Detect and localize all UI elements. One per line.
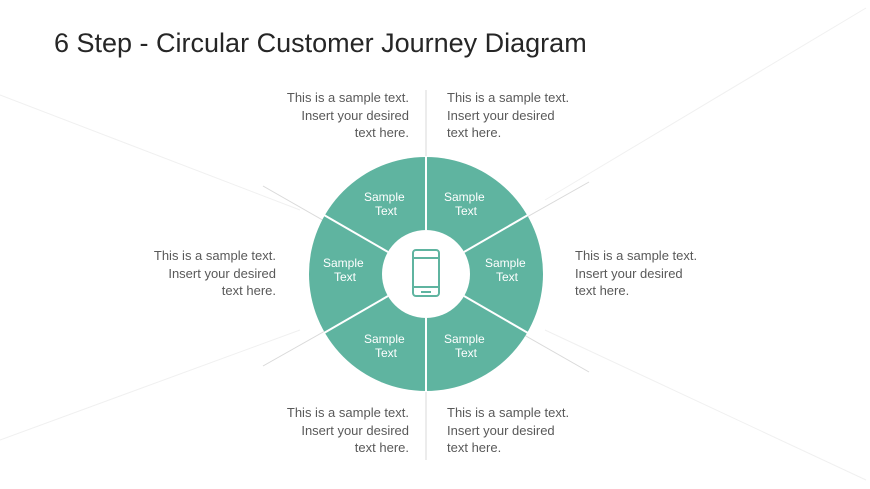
segment-label-top-left: Sample Text xyxy=(364,190,408,218)
wheel-dividers xyxy=(323,156,529,392)
page-title: 6 Step - Circular Customer Journey Diagr… xyxy=(54,28,587,58)
description-mid-left: This is a sample text. Insert your desir… xyxy=(153,248,276,298)
background-ray xyxy=(544,329,867,481)
divider xyxy=(463,214,529,253)
background-ray xyxy=(544,7,867,201)
divider xyxy=(323,295,389,334)
description-top-right: This is a sample text. Insert your desir… xyxy=(447,90,570,140)
wheel-hub xyxy=(382,230,470,318)
description-mid-right: This is a sample text. Insert your desir… xyxy=(575,248,698,298)
divider xyxy=(463,295,529,334)
segment-label-left: Sample Text xyxy=(323,256,367,284)
background-rays xyxy=(0,7,867,481)
segment-label-right: Sample Text xyxy=(485,256,529,284)
divider xyxy=(323,214,389,253)
smartphone-icon xyxy=(412,249,440,297)
description-top-left: This is a sample text. Insert your desir… xyxy=(286,90,409,140)
segment-label-bottom-right: Sample Text xyxy=(444,332,488,360)
background-ray xyxy=(0,94,301,211)
description-bottom-right: This is a sample text. Insert your desir… xyxy=(447,405,570,455)
description-bottom-left: This is a sample text. Insert your desir… xyxy=(286,405,409,455)
segment-label-top-right: Sample Text xyxy=(444,190,488,218)
segment-label-bottom-left: Sample Text xyxy=(364,332,408,360)
background-ray xyxy=(0,329,301,441)
